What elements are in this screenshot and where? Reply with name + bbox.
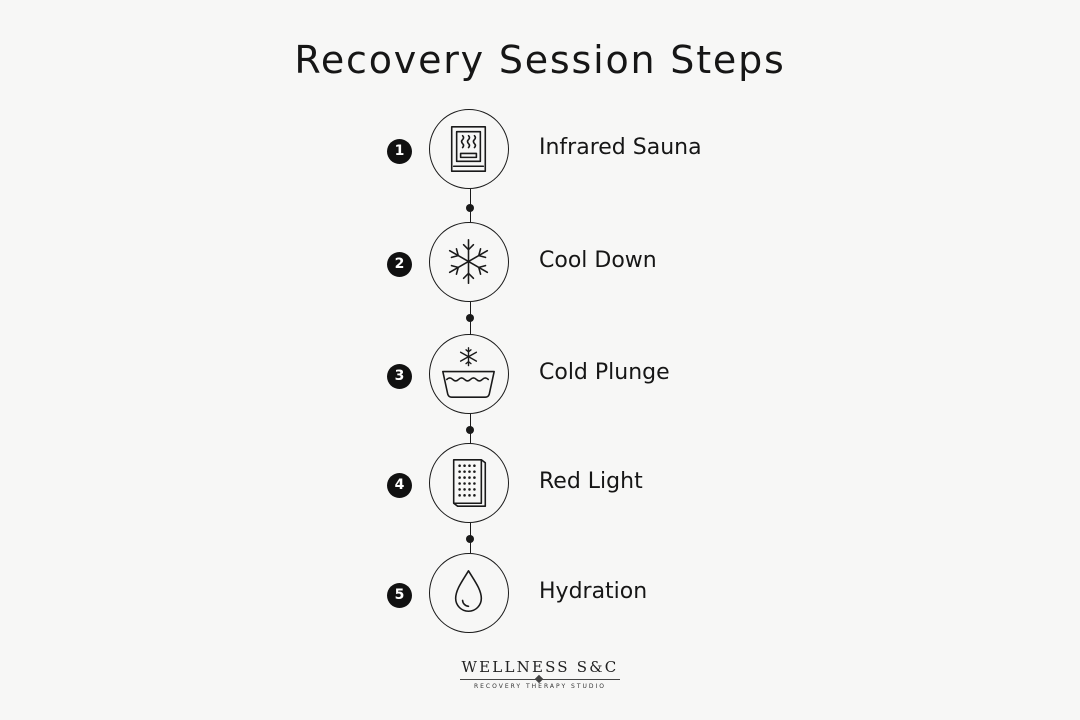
connector-dot: [466, 204, 474, 212]
brand-name: WELLNESS S&C: [461, 658, 619, 676]
sauna-icon: [450, 125, 487, 172]
brand-tagline: RECOVERY THERAPY STUDIO: [473, 683, 607, 690]
brand-divider: [460, 679, 620, 680]
water-drop-icon: [454, 569, 483, 613]
step-number-badge: 1: [387, 139, 412, 164]
snowflake-icon: [448, 238, 489, 285]
step-number-badge: 5: [387, 583, 412, 608]
step-red-light: 4 Red Light: [0, 443, 1080, 527]
connector-dot: [466, 535, 474, 543]
step-icon-circle: [429, 553, 509, 633]
page-title: Recovery Session Steps: [294, 38, 786, 82]
step-label: Red Light: [539, 469, 643, 494]
step-cool-down: 2: [0, 222, 1080, 306]
connector-dot: [466, 426, 474, 434]
step-hydration: 5 Hydration: [0, 553, 1080, 637]
step-label: Hydration: [539, 579, 648, 604]
step-icon-circle: [429, 443, 509, 523]
step-icon-circle: [429, 334, 509, 414]
cold-plunge-icon: [442, 347, 495, 398]
step-label: Cool Down: [539, 248, 657, 273]
step-number-badge: 4: [387, 473, 412, 498]
red-light-panel-icon: [452, 459, 487, 507]
step-cold-plunge: 3 Cold Plunge: [0, 334, 1080, 418]
connector-dot: [466, 314, 474, 322]
step-number-badge: 2: [387, 252, 412, 277]
step-icon-circle: [429, 109, 509, 189]
step-icon-circle: [429, 222, 509, 302]
step-number-badge: 3: [387, 364, 412, 389]
brand-logo: WELLNESS S&C RECOVERY THERAPY STUDIO: [0, 658, 1080, 690]
step-infrared-sauna: 1 Infrared Sauna: [0, 109, 1080, 193]
step-label: Cold Plunge: [539, 360, 670, 385]
step-label: Infrared Sauna: [539, 135, 702, 160]
